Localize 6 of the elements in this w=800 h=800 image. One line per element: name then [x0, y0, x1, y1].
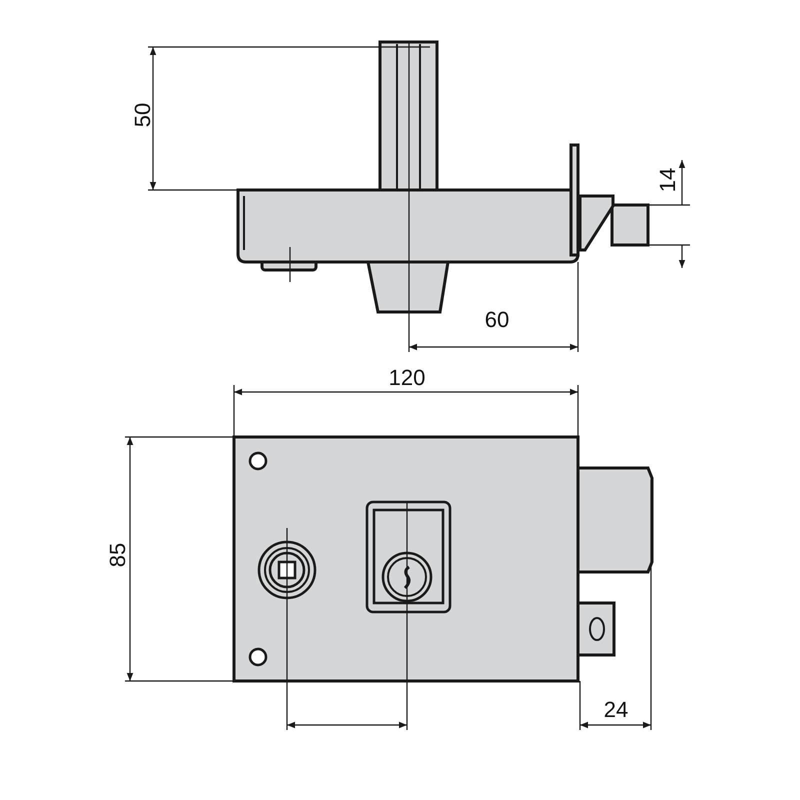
- dimension-value: 120: [388, 367, 426, 389]
- dimension-value: 50: [132, 102, 154, 128]
- dimension-value: 85: [107, 542, 129, 568]
- dimension-value: 60: [484, 309, 510, 331]
- dimension-value: 14: [657, 168, 679, 192]
- dimension-value: 24: [604, 699, 628, 721]
